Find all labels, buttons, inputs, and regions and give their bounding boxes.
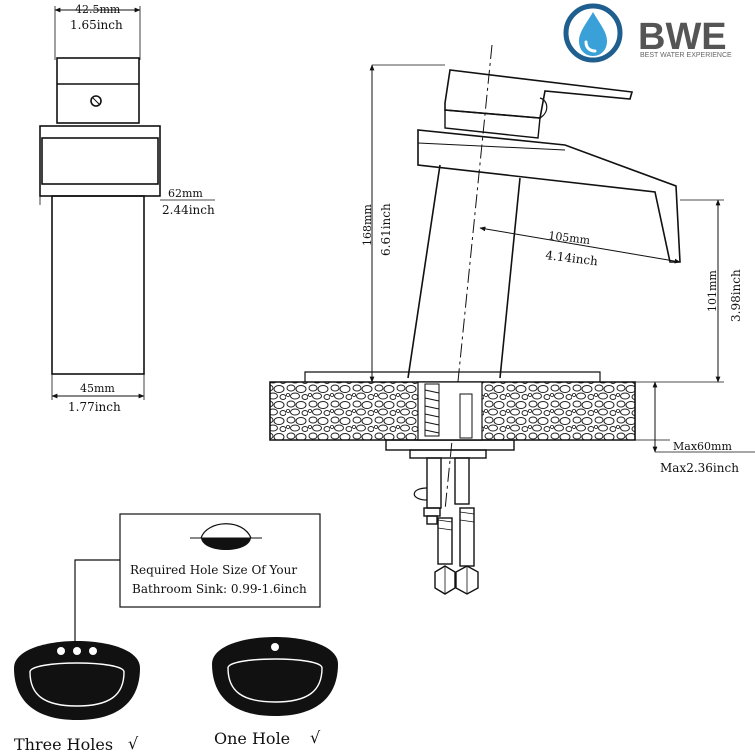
water-drop-highlight — [584, 40, 597, 53]
max-deck-mm: Max60mm — [673, 440, 732, 453]
side-width-mm: 62mm — [168, 187, 203, 200]
faucet-hole-icon — [89, 647, 97, 655]
countertop — [269, 371, 636, 441]
top-width-in: 1.65inch — [70, 18, 123, 32]
sink-one-hole — [212, 637, 338, 716]
sink-three-holes — [14, 641, 140, 720]
height-in: 6.61inch — [379, 203, 393, 256]
side-width-in: 2.44inch — [162, 203, 215, 217]
spout-height-in: 3.98inch — [729, 269, 743, 322]
height-mm: 168mm — [361, 204, 374, 246]
reach-in: 4.14inch — [545, 248, 599, 268]
faucet-hole-icon — [73, 647, 81, 655]
max-deck-in: Max2.36inch — [660, 461, 739, 475]
handle-screw-icon — [90, 95, 102, 107]
hole-note-line1: Required Hole Size Of Your — [130, 563, 297, 577]
faucet-hole-icon — [271, 643, 279, 651]
handle-lever — [444, 69, 634, 119]
faucet-hole-icon — [57, 647, 65, 655]
mounting-hardware — [385, 439, 515, 595]
spout-height-mm: 101mm — [706, 270, 719, 312]
hole-size-note: Required Hole Size Of Your Bathroom Sink… — [72, 513, 321, 649]
base-width-mm: 45mm — [80, 382, 115, 395]
label-one-hole: One Hole — [214, 729, 290, 748]
check-one-hole: √ — [310, 728, 321, 747]
hole-shape-icon — [201, 538, 251, 550]
top-width-mm: 42.5mm — [75, 3, 121, 16]
handle-front — [56, 57, 140, 124]
front-view — [39, 6, 215, 400]
logo-ring — [563, 3, 623, 63]
hole-note-line2: Bathroom Sink: 0.99-1.6inch — [132, 582, 307, 596]
reach-mm: 105mm — [548, 229, 592, 247]
side-view — [369, 44, 724, 511]
check-three-holes: √ — [128, 734, 139, 753]
brand-logo: BWE BEST WATER EXPERIENCE — [563, 3, 732, 63]
spout-side — [417, 129, 681, 263]
base-width-in: 1.77inch — [68, 400, 121, 414]
brand-name: BWE — [638, 16, 727, 58]
spout-front — [39, 125, 161, 197]
body-side — [407, 164, 441, 379]
center-line — [444, 44, 493, 511]
body-front — [51, 195, 145, 375]
label-three-holes: Three Holes — [14, 735, 113, 754]
brand-tagline: BEST WATER EXPERIENCE — [640, 52, 732, 59]
